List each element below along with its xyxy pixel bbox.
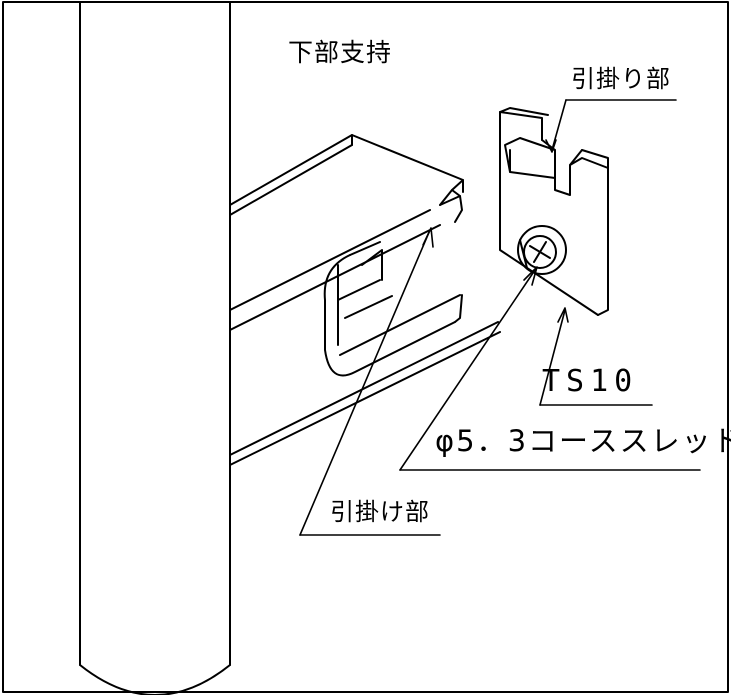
screw-label: φ5．3コーススレッド [435, 424, 731, 458]
channel-rail [229, 134, 501, 466]
ts10-label: TS10 [542, 364, 639, 399]
diagram-title: 下部支持 [288, 38, 393, 67]
support-post [79, 1, 231, 695]
ts10-bracket [499, 107, 609, 316]
hooking-part-label: 引掛け部 [330, 498, 430, 526]
leader-lines [299, 99, 701, 536]
hook-part-label: 引掛り部 [571, 65, 671, 93]
